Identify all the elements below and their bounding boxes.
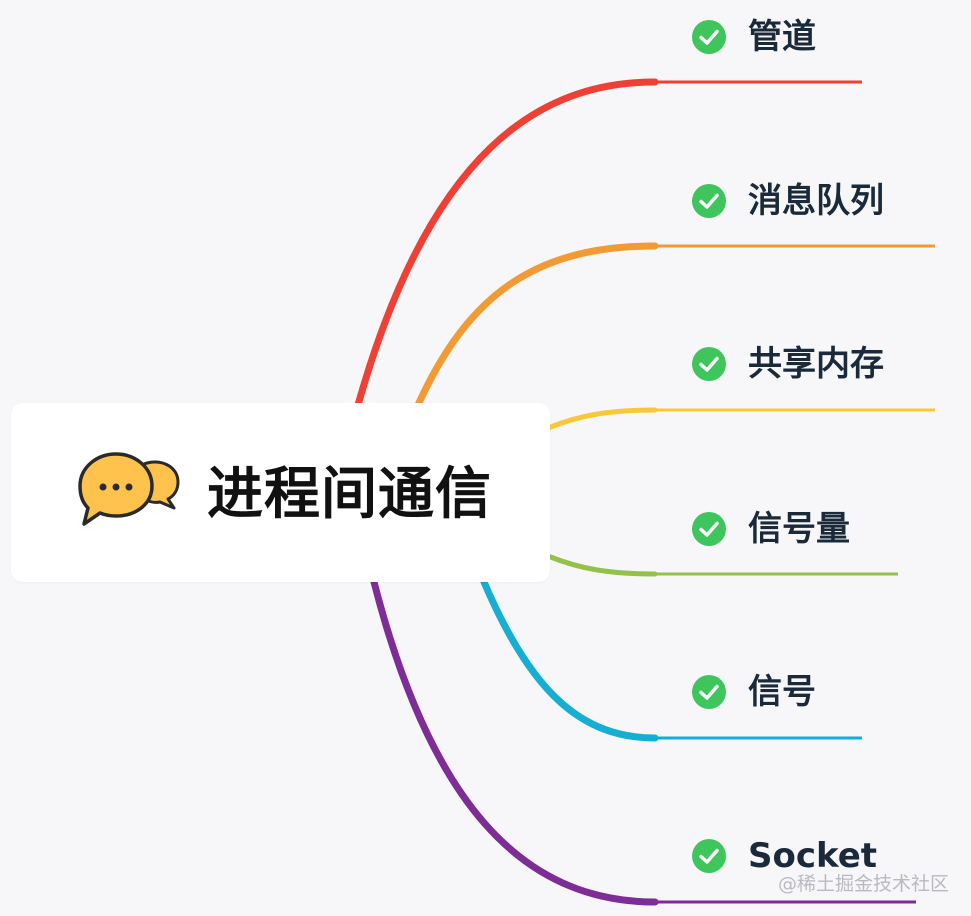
chat-bubbles-icon	[78, 452, 180, 526]
check-circle-icon	[692, 839, 726, 873]
branch-label: Socket	[748, 836, 878, 876]
branch-node-shared-memory[interactable]: 共享内存	[691, 344, 884, 384]
branch-node-socket[interactable]: Socket	[691, 836, 877, 876]
branch-line-shared-memory	[545, 407, 658, 431]
check-circle-icon	[692, 184, 726, 218]
check-circle-icon	[692, 347, 726, 381]
branch-label: 共享内存	[748, 344, 884, 384]
check-circle-icon	[692, 512, 726, 546]
branch-node-pipe[interactable]: 管道	[691, 17, 816, 57]
check-circle-icon	[692, 675, 726, 709]
branch-node-signal[interactable]: 信号	[691, 672, 816, 712]
branch-node-message-queue[interactable]: 消息队列	[691, 181, 884, 221]
root-title: 进程间通信	[207, 462, 492, 527]
branch-label: 消息队列	[748, 181, 884, 221]
branch-line-signal	[480, 578, 659, 742]
branch-label: 信号	[748, 672, 816, 712]
branch-line-socket	[370, 578, 659, 906]
branch-line-pipe	[354, 78, 659, 409]
watermark: @稀土掘金技术社区	[777, 873, 949, 895]
branch-line-message-queue	[414, 242, 659, 409]
branch-line-semaphore	[545, 553, 658, 577]
branch-node-semaphore[interactable]: 信号量	[691, 509, 850, 549]
branch-label: 信号量	[748, 509, 850, 549]
branch-label: 管道	[748, 17, 816, 57]
check-circle-icon	[692, 20, 726, 54]
